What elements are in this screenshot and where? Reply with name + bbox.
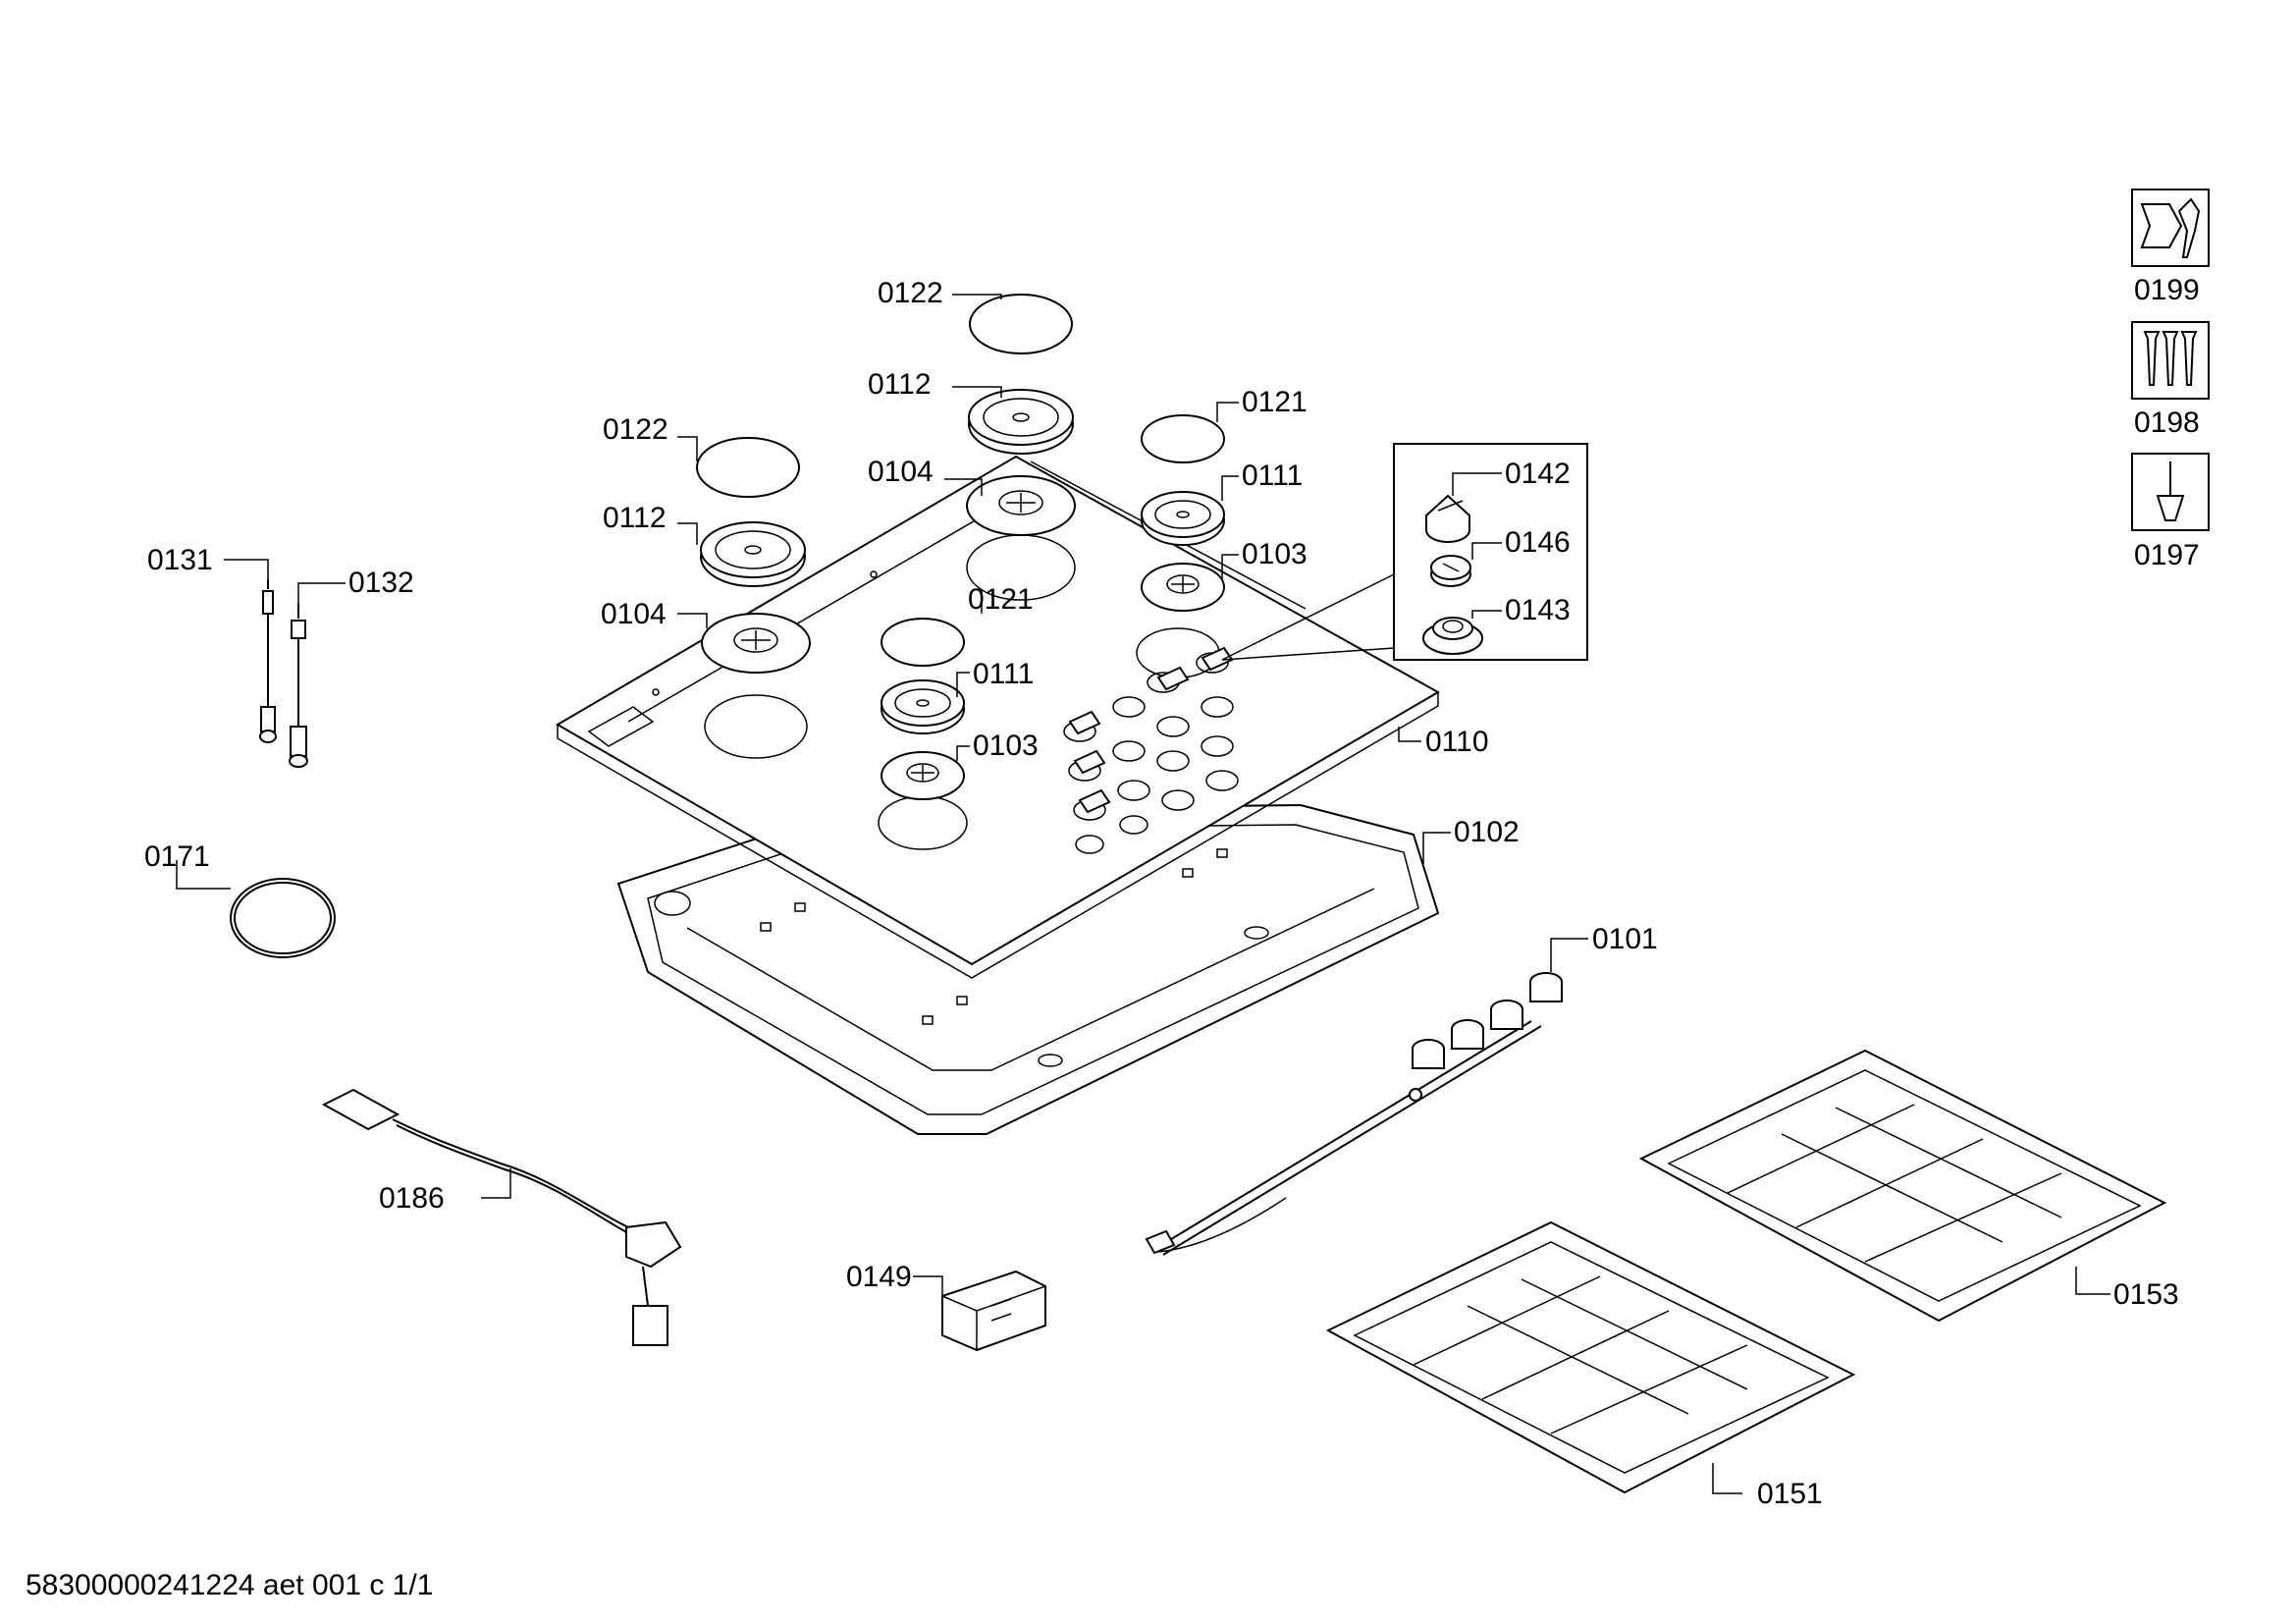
part-0121-cap-right [1141,414,1225,463]
label-0143: 0143 [1505,594,1571,626]
label-0199: 0199 [2134,274,2200,306]
part-0104-head-left [701,613,811,674]
label-0149: 0149 [846,1261,912,1293]
part-0143-knob-ring [1422,617,1483,655]
label-0111-right: 0111 [1242,460,1303,492]
part-0103-head-center [881,751,965,800]
part-0153-pan-support [1638,1049,2167,1323]
knob-detail-box [1221,443,1588,661]
label-0104-top: 0104 [868,456,934,488]
nut-icon [2140,203,2183,248]
label-0122-top: 0122 [878,277,943,309]
icon-0199-tools [2131,189,2210,267]
screw-icon-3 [2180,331,2198,386]
part-0104-head-top [966,475,1076,536]
wrench-icon [2177,197,2201,258]
label-0131: 0131 [147,544,213,576]
part-0112-crown-top [968,389,1074,455]
label-0111-center: 0111 [973,658,1034,690]
label-0198: 0198 [2134,406,2200,439]
part-0132-ignition-electrode [289,604,308,768]
leader-lines [176,294,2110,1494]
part-0149-ignition-module [941,1270,1046,1352]
part-0186-power-cord [321,1088,682,1346]
label-0186: 0186 [379,1182,445,1215]
part-0151-pan-support [1325,1220,1856,1494]
label-0121-center: 0121 [968,583,1034,616]
label-0103-right: 0103 [1242,538,1308,570]
label-0101: 0101 [1592,923,1658,955]
part-0112-crown-left [700,521,806,587]
icon-0197-screwdriver [2131,453,2210,531]
part-0131-thermocouple [259,579,277,743]
label-0146: 0146 [1505,526,1571,559]
label-0121-right: 0121 [1242,386,1308,418]
label-0132: 0132 [348,567,414,599]
part-0122-cap-top [969,294,1073,354]
part-0111-crown-right [1141,491,1225,546]
label-0153: 0153 [2113,1278,2179,1311]
label-0151: 0151 [1757,1478,1823,1510]
screw-icon [2143,331,2161,386]
icon-0198-screws [2131,321,2210,400]
part-0111-crown-center [881,679,965,734]
label-0122-left: 0122 [603,413,668,446]
label-0112-top: 0112 [868,368,932,401]
label-0142: 0142 [1505,458,1571,490]
part-0121-cap-center [881,618,965,667]
part-labels: 0122 0112 0122 0121 0112 0104 0111 0103 … [144,274,2200,1510]
part-0146-knob-insert [1430,555,1471,587]
label-0112-left: 0112 [603,502,667,534]
label-0103-center: 0103 [973,730,1039,762]
part-0101-valve-harness [1145,972,1563,1256]
label-0197: 0197 [2134,539,2200,571]
label-0104-left: 0104 [601,598,667,630]
label-0171: 0171 [144,840,210,873]
part-0103-head-right [1141,563,1225,612]
part-0142-knob [1425,494,1470,543]
part-0171-seal-ring [230,878,336,958]
label-0110: 0110 [1425,726,1489,758]
part-0122-cap-left [696,437,800,498]
screw-icon-2 [2162,331,2179,386]
label-0102: 0102 [1454,816,1520,848]
document-footer-code: 58300000241224 aet 001 c 1/1 [26,1569,434,1601]
